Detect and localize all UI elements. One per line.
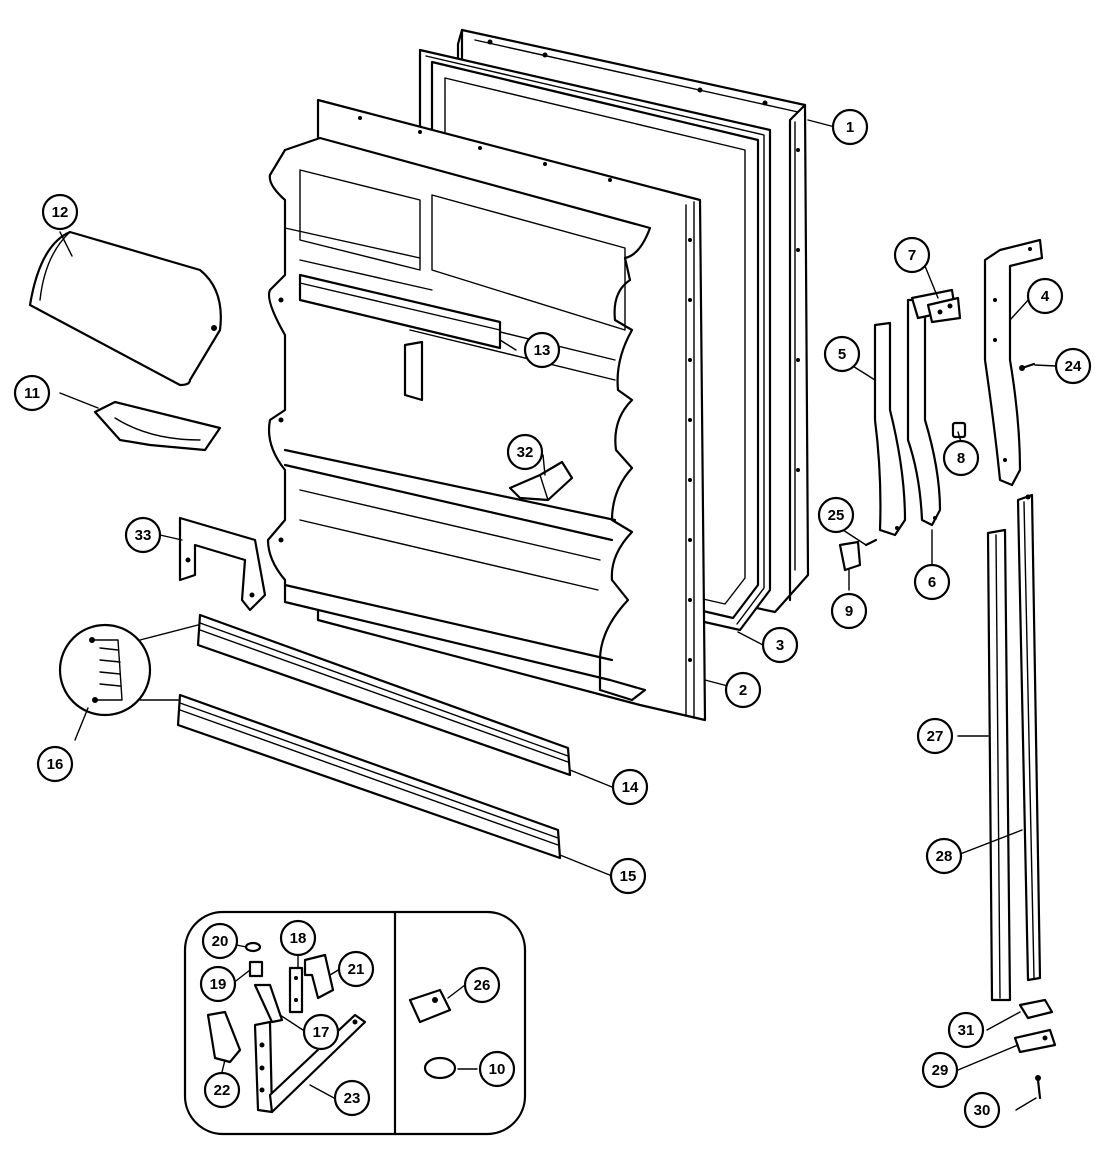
dairy-door <box>28 230 222 387</box>
hinge-kit-inset <box>183 910 527 1136</box>
callout-31: 31 <box>947 1011 985 1049</box>
callout-6: 6 <box>913 563 951 601</box>
vertical-trim-28 <box>1016 493 1042 982</box>
cap-9 <box>838 540 862 572</box>
callout-14: 14 <box>611 768 649 806</box>
svg-text:10: 10 <box>489 1061 506 1078</box>
svg-text:7: 7 <box>908 247 916 264</box>
handle-cap-7 <box>926 296 962 324</box>
leader-lines <box>59 119 1057 1111</box>
callout-9: 9 <box>830 592 868 630</box>
svg-text:25: 25 <box>828 507 845 524</box>
svg-text:1: 1 <box>846 119 854 136</box>
svg-text:31: 31 <box>958 1022 975 1039</box>
svg-text:2: 2 <box>739 682 747 699</box>
svg-text:33: 33 <box>135 527 152 544</box>
svg-text:11: 11 <box>24 385 40 402</box>
callout-29: 29 <box>921 1051 959 1089</box>
callout-4: 4 <box>1026 277 1064 315</box>
svg-text:32: 32 <box>517 444 534 461</box>
callout-2: 2 <box>724 671 762 709</box>
svg-text:24: 24 <box>1065 358 1082 375</box>
svg-text:28: 28 <box>936 848 953 865</box>
callout-12: 12 <box>41 193 79 231</box>
svg-text:17: 17 <box>313 1024 330 1041</box>
svg-text:30: 30 <box>974 1102 991 1119</box>
svg-text:5: 5 <box>838 346 846 363</box>
callout-3: 3 <box>761 626 799 664</box>
callout-13: 13 <box>523 331 561 369</box>
callout-20: 20 <box>201 922 239 960</box>
vertical-trim-27 <box>986 528 1012 1002</box>
inner-door-liner <box>266 98 707 722</box>
hinge-plate-31 <box>1018 998 1054 1020</box>
dairy-bin <box>93 400 222 452</box>
svg-text:29: 29 <box>932 1062 949 1079</box>
svg-text:20: 20 <box>212 933 229 950</box>
svg-text:14: 14 <box>622 779 639 796</box>
callout-19: 19 <box>199 965 237 1003</box>
svg-text:16: 16 <box>47 756 64 773</box>
svg-text:15: 15 <box>620 868 637 885</box>
svg-text:23: 23 <box>344 1090 361 1107</box>
callout-33: 33 <box>124 516 162 554</box>
callout-8: 8 <box>942 439 980 477</box>
svg-text:12: 12 <box>52 204 69 221</box>
callout-26: 26 <box>463 966 501 1004</box>
svg-text:22: 22 <box>214 1082 231 1099</box>
callout-23: 23 <box>333 1079 371 1117</box>
callout-5: 5 <box>823 335 861 373</box>
callout-24: 24 <box>1054 347 1092 385</box>
callout-7: 7 <box>893 236 931 274</box>
svg-text:18: 18 <box>290 930 307 947</box>
callout-1: 1 <box>831 108 869 146</box>
svg-text:19: 19 <box>210 976 227 993</box>
bottom-trim-14 <box>196 613 572 777</box>
svg-text:3: 3 <box>776 637 784 654</box>
handle-bracket-5 <box>873 321 907 537</box>
screw-25 <box>864 538 878 547</box>
handle-4 <box>983 238 1044 487</box>
svg-text:4: 4 <box>1041 288 1050 305</box>
screw-24 <box>1019 362 1036 371</box>
svg-text:6: 6 <box>928 574 936 591</box>
svg-text:13: 13 <box>534 342 551 359</box>
svg-text:27: 27 <box>927 728 944 745</box>
shelf-bracket-32 <box>508 460 574 502</box>
callout-21: 21 <box>337 950 375 988</box>
svg-text:21: 21 <box>348 961 365 978</box>
hinge-29 <box>1013 1028 1057 1054</box>
callout-25: 25 <box>817 496 855 534</box>
callout-22: 22 <box>203 1071 241 1109</box>
svg-text:8: 8 <box>957 450 965 467</box>
bottom-trim-15 <box>176 693 562 860</box>
screw-30 <box>1035 1075 1042 1100</box>
callout-16: 16 <box>36 745 74 783</box>
callout-18: 18 <box>279 919 317 957</box>
callout-15: 15 <box>609 857 647 895</box>
detail-magnifier <box>58 623 199 717</box>
handle-bracket-6 <box>906 288 957 527</box>
callout-10: 10 <box>478 1050 516 1088</box>
callout-11: 11 <box>13 374 51 412</box>
svg-text:26: 26 <box>474 977 491 994</box>
door-stop-bracket <box>178 516 267 612</box>
callout-17: 17 <box>302 1013 340 1051</box>
svg-text:9: 9 <box>845 603 853 620</box>
callout-30: 30 <box>963 1091 1001 1129</box>
callout-32: 32 <box>506 433 544 471</box>
shelf-bar <box>298 273 502 402</box>
callout-27: 27 <box>916 717 954 755</box>
callout-28: 28 <box>925 837 963 875</box>
